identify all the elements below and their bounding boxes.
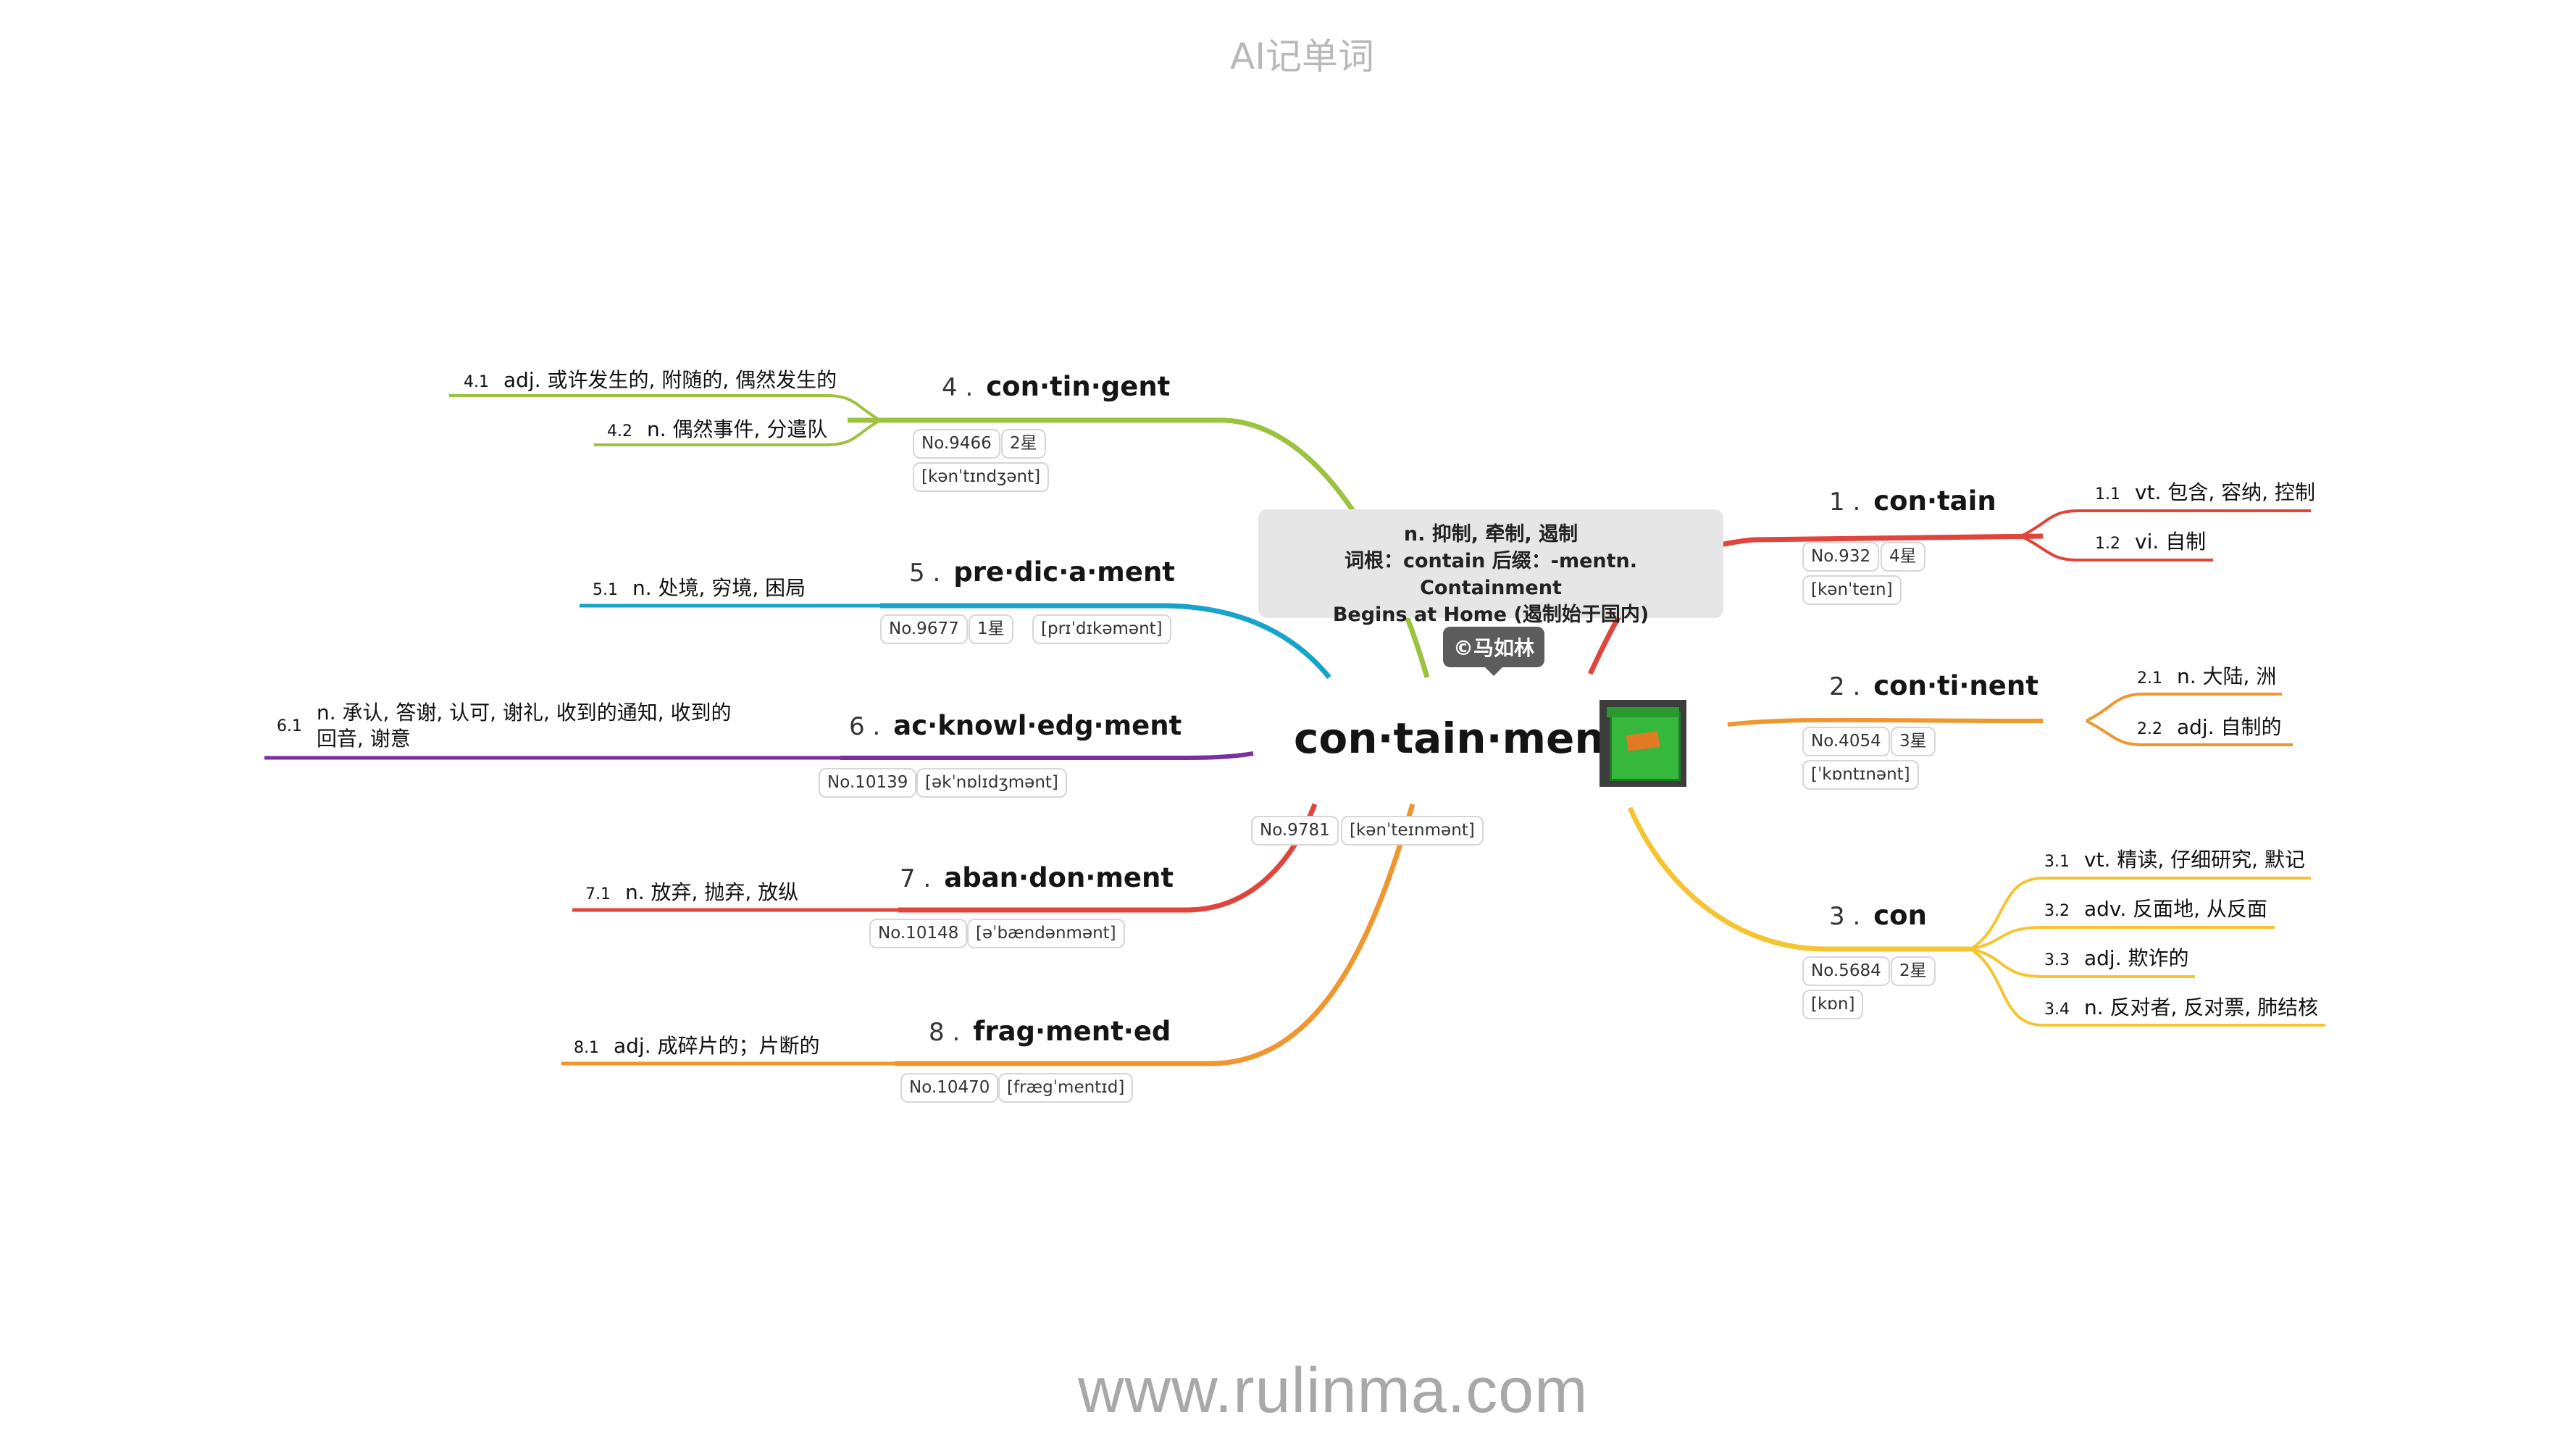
- branch-word-3[interactable]: 3 .con: [1829, 900, 1927, 931]
- branch-4-no: No.9466: [913, 429, 1000, 459]
- connector-1-2: [2020, 535, 2213, 561]
- branch-5-phonetic: [prɪˈdɪkəmənt]: [1032, 614, 1171, 644]
- credit-badge: ©马如林: [1443, 627, 1545, 676]
- connector-3-1: [1969, 877, 2311, 951]
- connector-3-3: [1970, 948, 2195, 978]
- meaning-6-1: 6.1n. 承认, 答谢, 认可, 谢礼, 收到的通知, 收到的回音, 谢意: [277, 701, 732, 751]
- center-note: n. 抑制, 牵制, 遏制 词根：contain 后缀：-mentn. Cont…: [1258, 509, 1723, 626]
- green-trash-bin-photo-icon: [1599, 700, 1686, 787]
- connector-2-1: [2086, 693, 2282, 722]
- branch-4-phonetic: [kənˈtɪndʒənt]: [913, 462, 1050, 492]
- branch-2-no: No.4054: [1802, 727, 1890, 756]
- connector-1-1: [2020, 509, 2311, 538]
- connector-branch-4: [848, 417, 1430, 678]
- center-no: No.9781: [1251, 816, 1339, 845]
- branch-3-no: No.5684: [1802, 956, 1890, 986]
- branch-word-4[interactable]: 4 .con·tin·gent: [942, 371, 1171, 402]
- branch-1-no: No.932: [1802, 542, 1880, 572]
- connector-branch-3: [1627, 806, 1970, 952]
- branch-word-2[interactable]: 2 .con·ti·nent: [1829, 670, 2038, 701]
- branch-word-5[interactable]: 5 .pre·dic·a·ment: [909, 556, 1175, 588]
- connector-branch-2: [1727, 717, 2044, 727]
- branch-5-no: No.9677: [880, 614, 968, 644]
- note-line-2: 词根：contain 后缀：-mentn. Containment: [1344, 550, 1638, 599]
- branch-7-no: No.10148: [869, 919, 968, 948]
- branch-word-text: con·tain: [1873, 485, 1996, 517]
- connector-4-1: [449, 394, 881, 422]
- connector-branch-8: [895, 803, 1415, 1066]
- center-phonetic: [kənˈteɪnmənt]: [1341, 816, 1484, 845]
- branch-2-stars: 3星: [1891, 727, 1936, 756]
- connector-branch-5: [880, 603, 1331, 680]
- branch-3-phonetic: [kɒn]: [1802, 990, 1864, 1019]
- branch-7-phonetic: [əˈbændənmənt]: [967, 919, 1125, 948]
- branch-3-stars: 2星: [1891, 956, 1936, 986]
- connector-4-2: [594, 419, 881, 446]
- branch-word-8[interactable]: 8 .frag·ment·ed: [929, 1016, 1171, 1047]
- branch-word-1[interactable]: 1 . con·tain: [1829, 485, 1996, 517]
- branch-8-phonetic: [frægˈmentɪd]: [998, 1073, 1134, 1103]
- branch-index: 1 .: [1829, 488, 1861, 517]
- center-word[interactable]: con·tain·ment: [1294, 714, 1625, 763]
- page-title: AI记单词: [1230, 36, 1374, 78]
- site-url: www.rulinma.com: [1078, 1354, 1589, 1426]
- branch-1-stars: 4星: [1881, 542, 1925, 572]
- branch-5-stars: 1星: [969, 614, 1013, 644]
- branch-1-phonetic: [kənˈteɪn]: [1802, 575, 1902, 605]
- branch-6-no: No.10139: [819, 768, 917, 798]
- connector-3-2: [1970, 926, 2275, 951]
- branch-8-no: No.10470: [900, 1073, 999, 1103]
- note-line-1: n. 抑制, 牵制, 遏制: [1403, 523, 1578, 546]
- connector-2-2: [2086, 719, 2293, 746]
- branch-word-7[interactable]: 7 .aban·don·ment: [900, 862, 1174, 893]
- branch-2-phonetic: [ˈkɒntɪnənt]: [1802, 760, 1919, 790]
- note-line-3: Begins at Home (遏制始于国内): [1332, 604, 1649, 626]
- branch-6-phonetic: [əkˈnɒlɪdʒmənt]: [916, 768, 1067, 798]
- connector-branch-6: [840, 751, 1254, 760]
- connector-3-4: [1969, 948, 2325, 1027]
- branch-4-stars: 2星: [1001, 429, 1046, 459]
- branch-word-6[interactable]: 6 .ac·knowl·edg·ment: [849, 710, 1182, 741]
